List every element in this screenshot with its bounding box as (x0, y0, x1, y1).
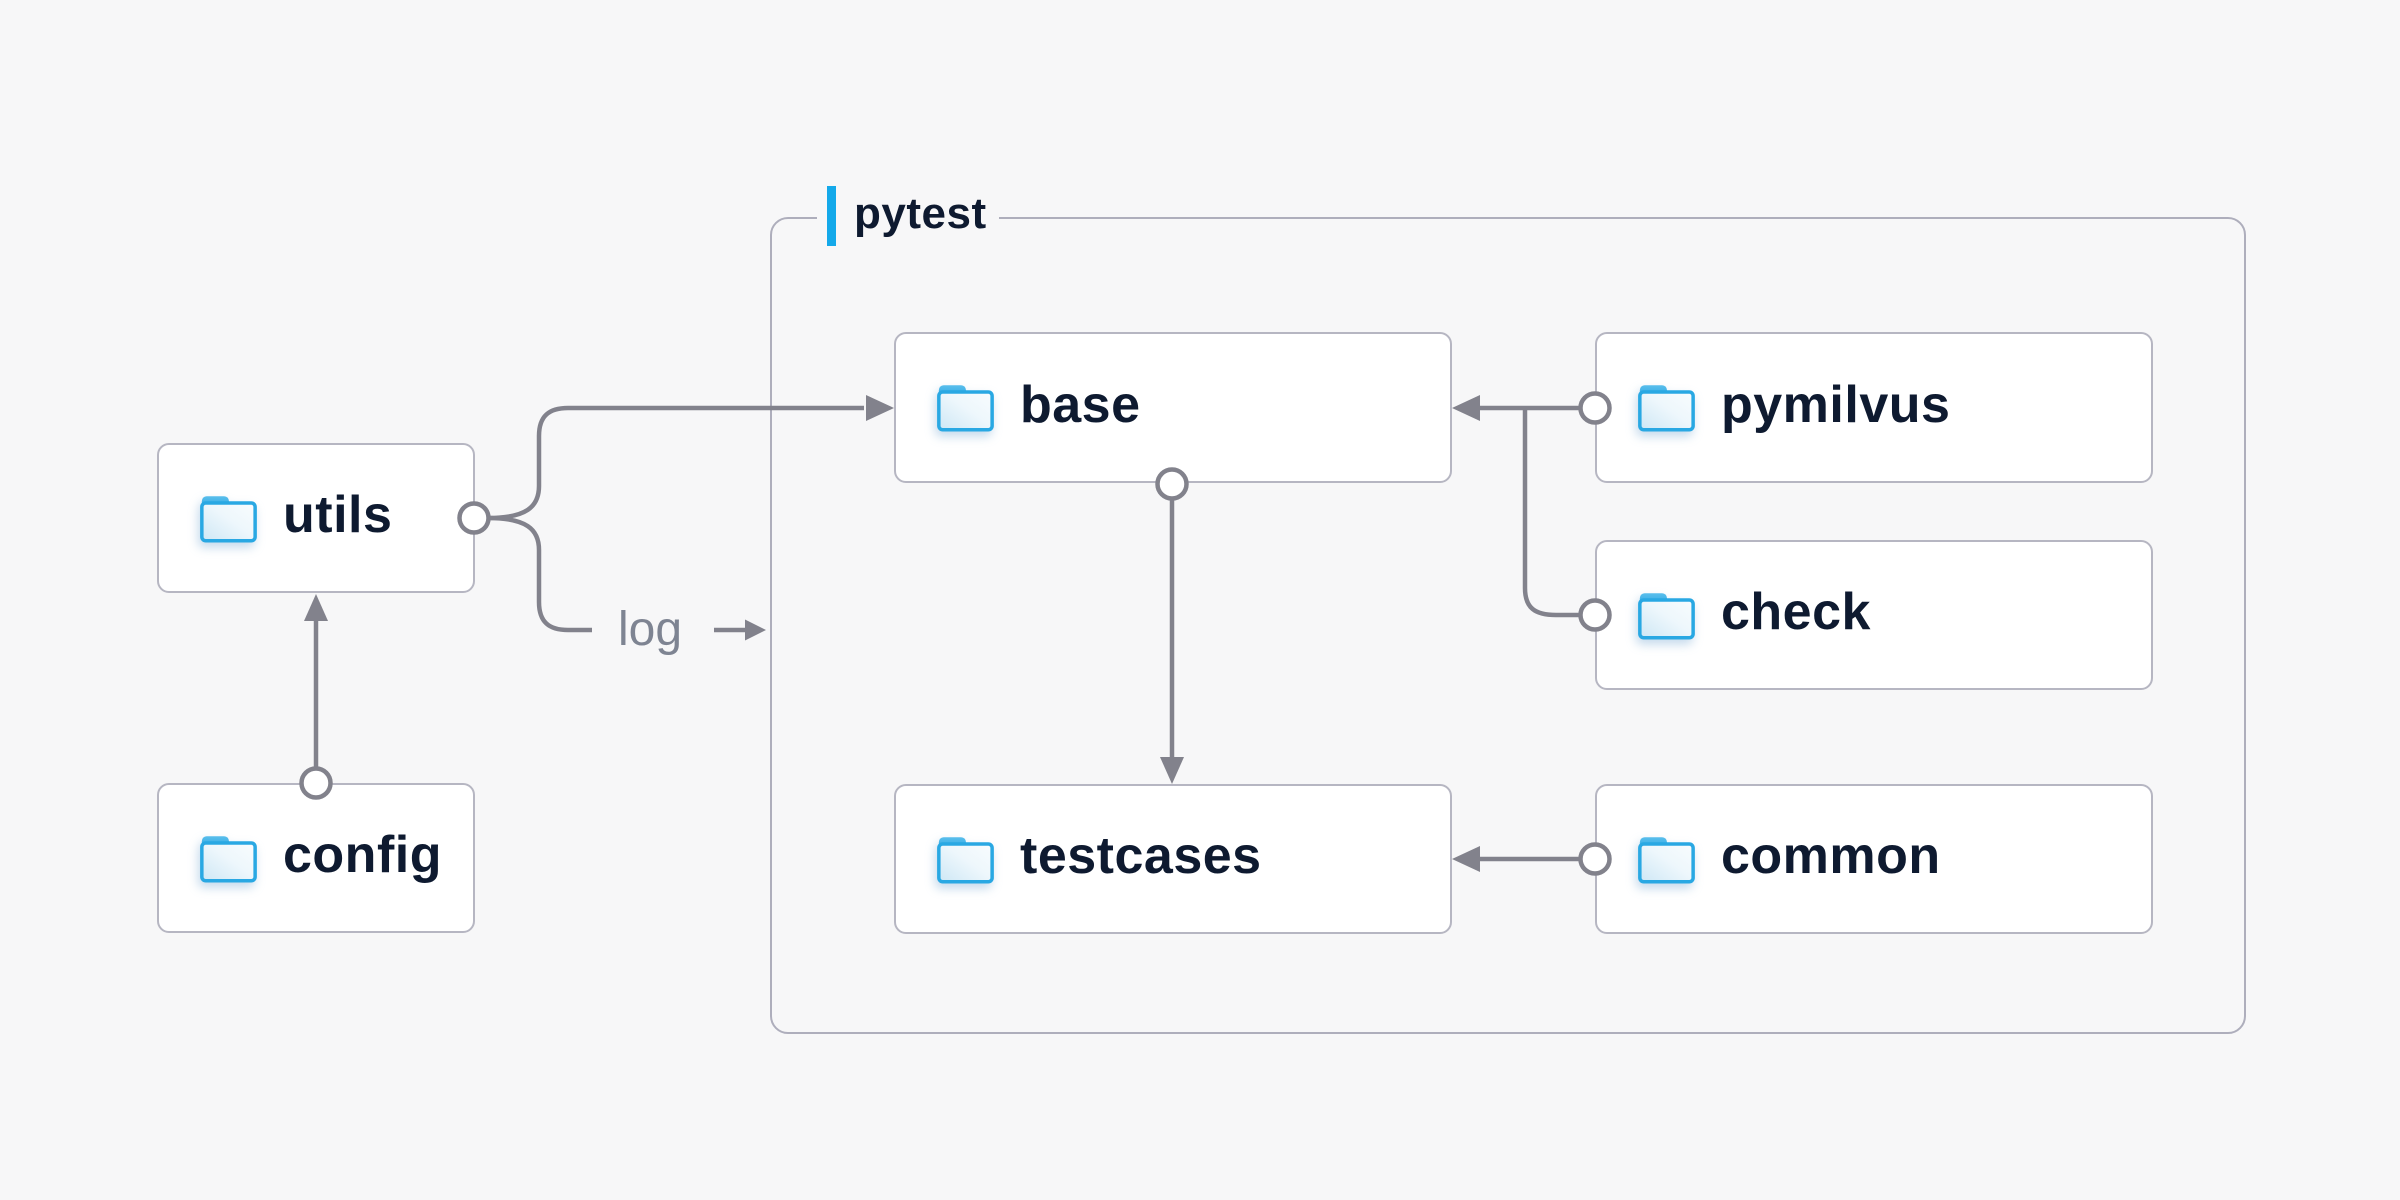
folder-icon (200, 495, 257, 543)
folder-icon (200, 835, 257, 883)
arrowhead-right-container (745, 619, 766, 641)
node-utils: utils (157, 443, 475, 593)
group-title: pytest (854, 189, 987, 238)
node-label: utils (283, 486, 393, 544)
node-label: check (1721, 583, 1871, 641)
node-label: base (1020, 375, 1141, 434)
folder-icon (937, 836, 994, 884)
edge-label-log: log (617, 603, 683, 656)
node-config: config (157, 783, 475, 933)
node-testcases: testcases (894, 784, 1452, 934)
node-label: config (283, 826, 442, 884)
folder-icon (1638, 592, 1695, 640)
folder-icon (1638, 385, 1695, 432)
node-label: common (1721, 827, 1941, 885)
node-pymilvus: pymilvus (1595, 332, 2153, 483)
node-label: testcases (1020, 827, 1262, 885)
pytest-group-label: pytest (817, 184, 999, 248)
arrowhead-up-utils (304, 594, 328, 621)
node-check: check (1595, 540, 2153, 690)
accent-bar-icon (827, 186, 836, 246)
node-common: common (1595, 784, 2153, 934)
folder-icon (937, 385, 994, 432)
pytest-group-frame (770, 217, 2246, 1034)
node-base: base (894, 332, 1452, 483)
node-label: pymilvus (1721, 375, 1951, 434)
edge-utils-log (487, 515, 592, 633)
folder-icon (1638, 836, 1695, 884)
